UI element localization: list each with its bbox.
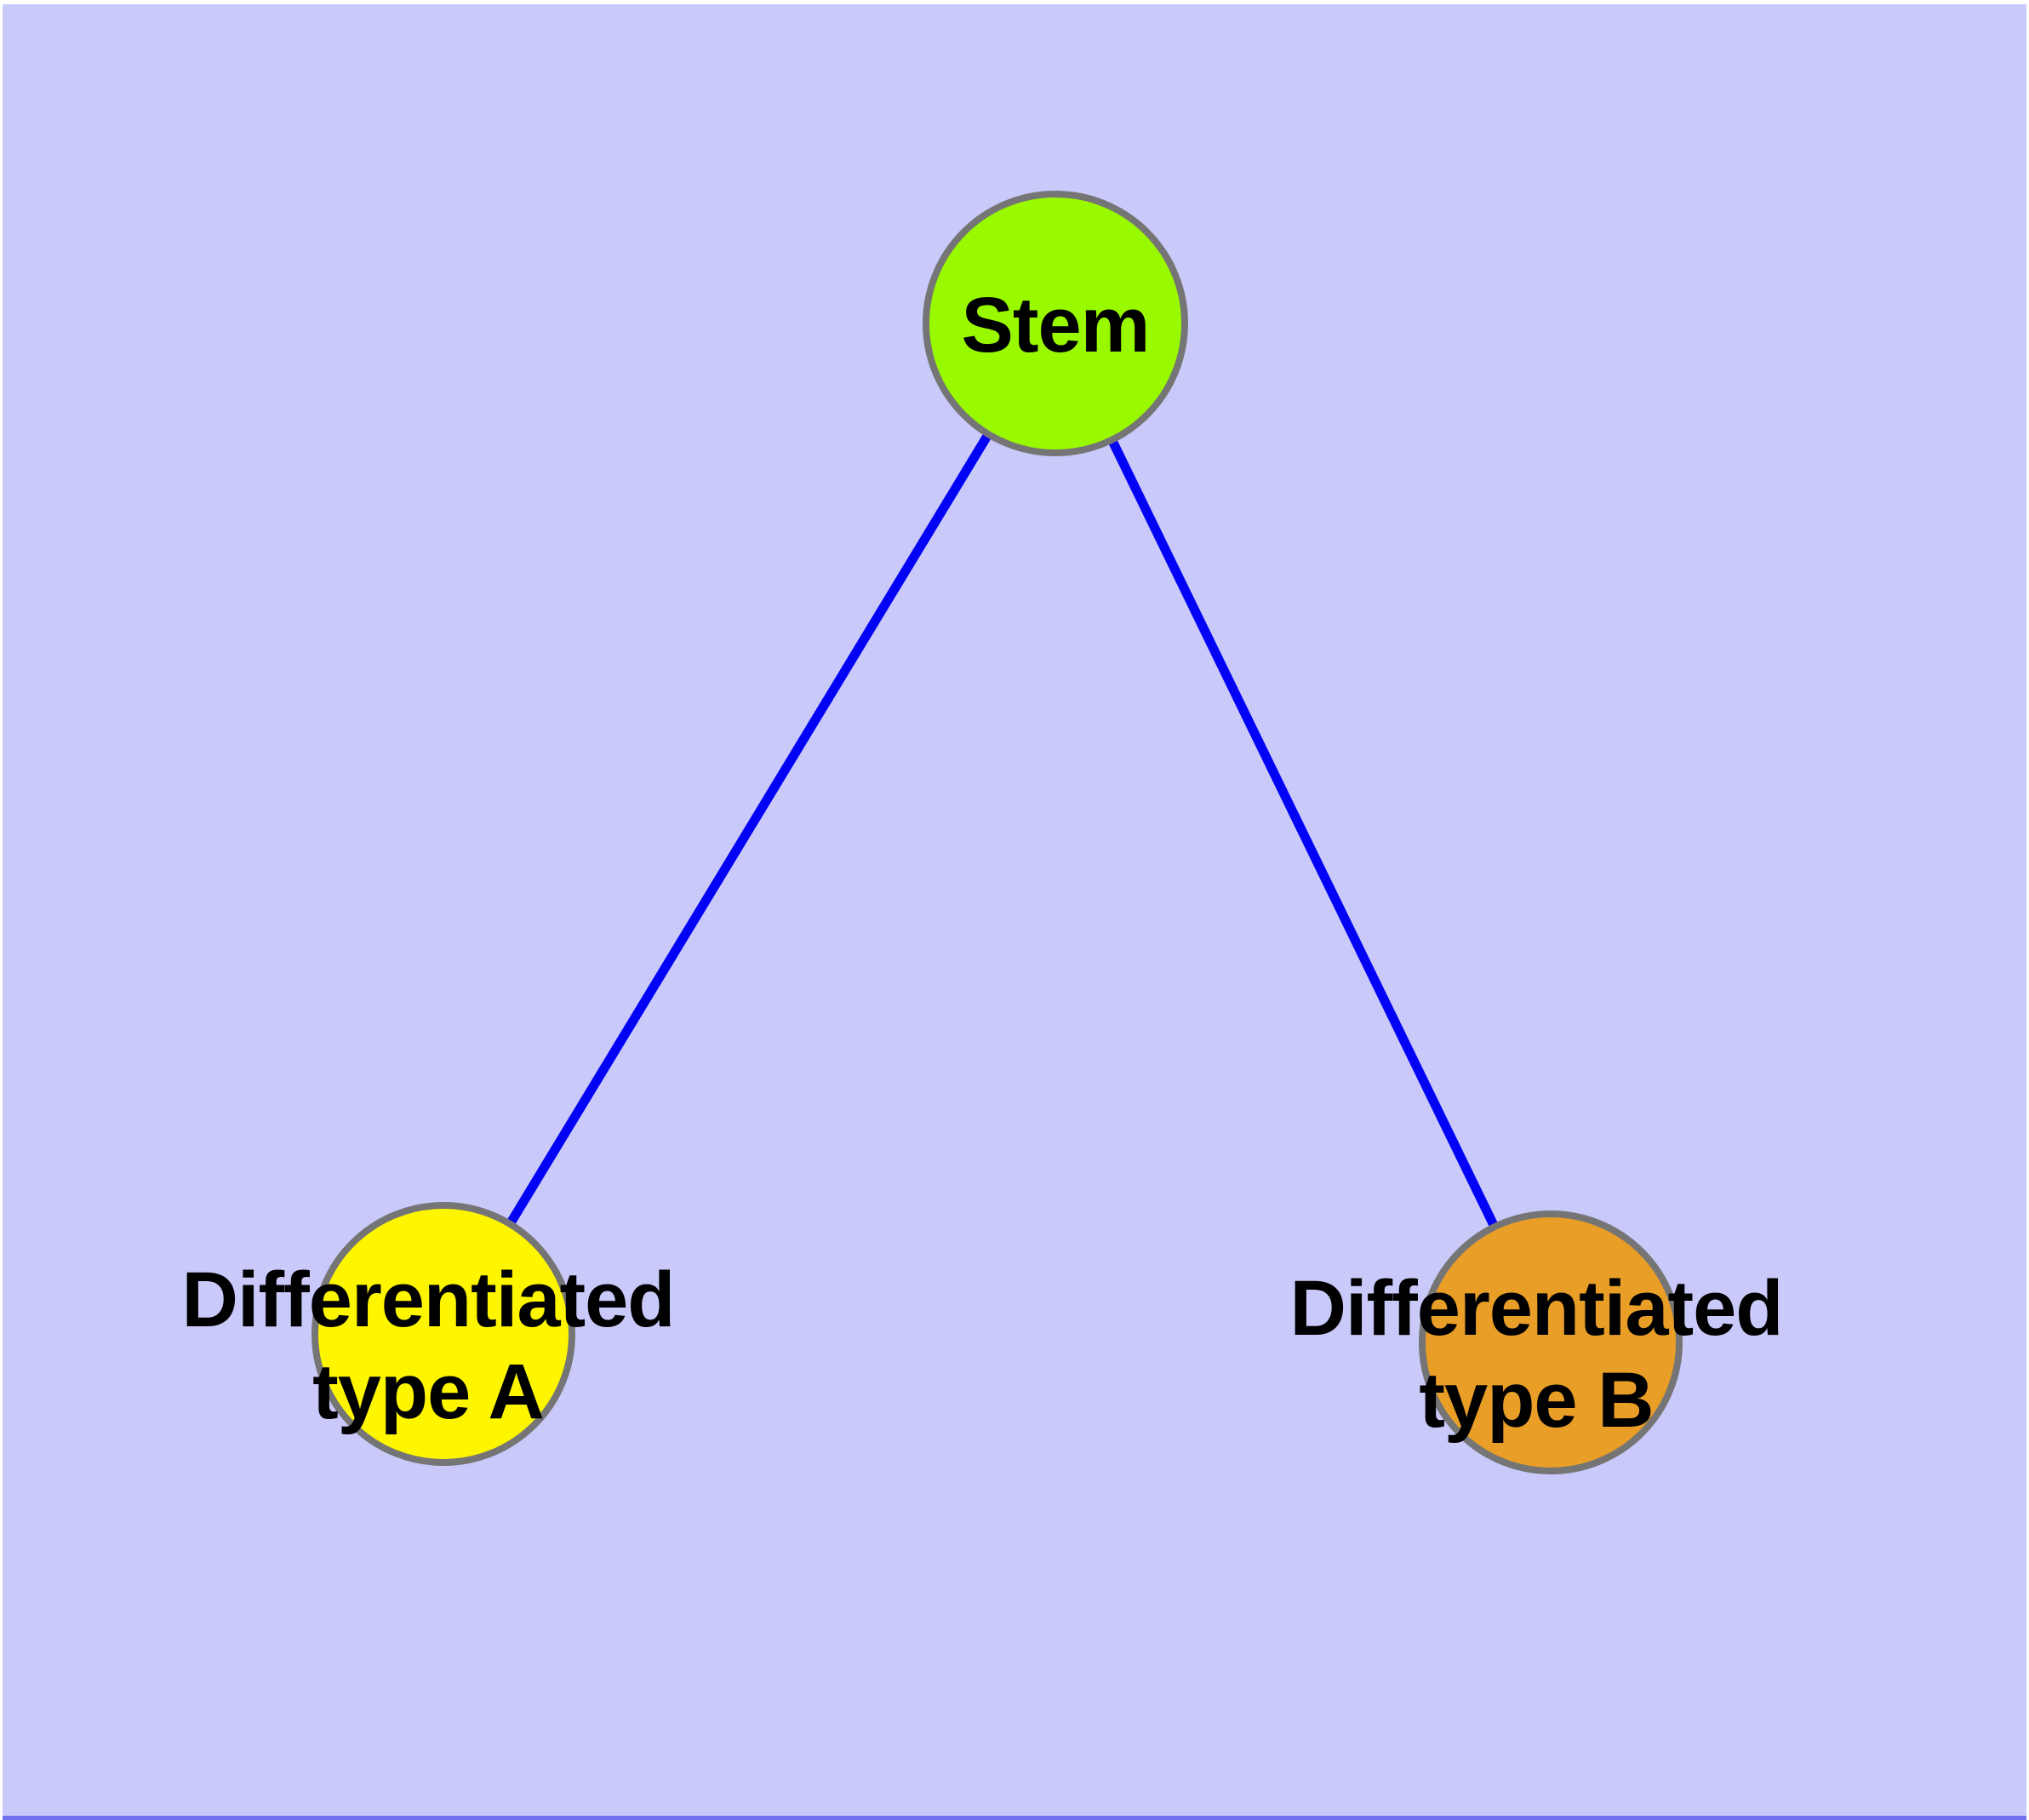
type-b-node-label: Differentiated type B: [1289, 1262, 1784, 1446]
type-a-node-label-line2: type A: [312, 1348, 545, 1435]
type-b-node-label-line1: Differentiated: [1289, 1265, 1784, 1352]
type-b-node-label-line2: type B: [1419, 1357, 1654, 1444]
stem-node-label-text: Stem: [961, 282, 1151, 369]
graph-svg: [311, 191, 1683, 1474]
type-b-node-circle: [1419, 1210, 1683, 1474]
edge-stem-to-type-a: [439, 321, 1060, 1336]
edge-stem-to-type-b: [1051, 321, 1555, 1345]
stem-node-label: Stem: [961, 279, 1151, 371]
diagram-canvas: Stem Differentiated type A Differentiate…: [3, 4, 2026, 1820]
type-a-node-label: Differentiated type A: [181, 1254, 676, 1438]
stem-node-circle: [923, 191, 1188, 456]
type-a-node-circle: [311, 1202, 575, 1466]
type-a-node-label-line1: Differentiated: [181, 1256, 676, 1343]
